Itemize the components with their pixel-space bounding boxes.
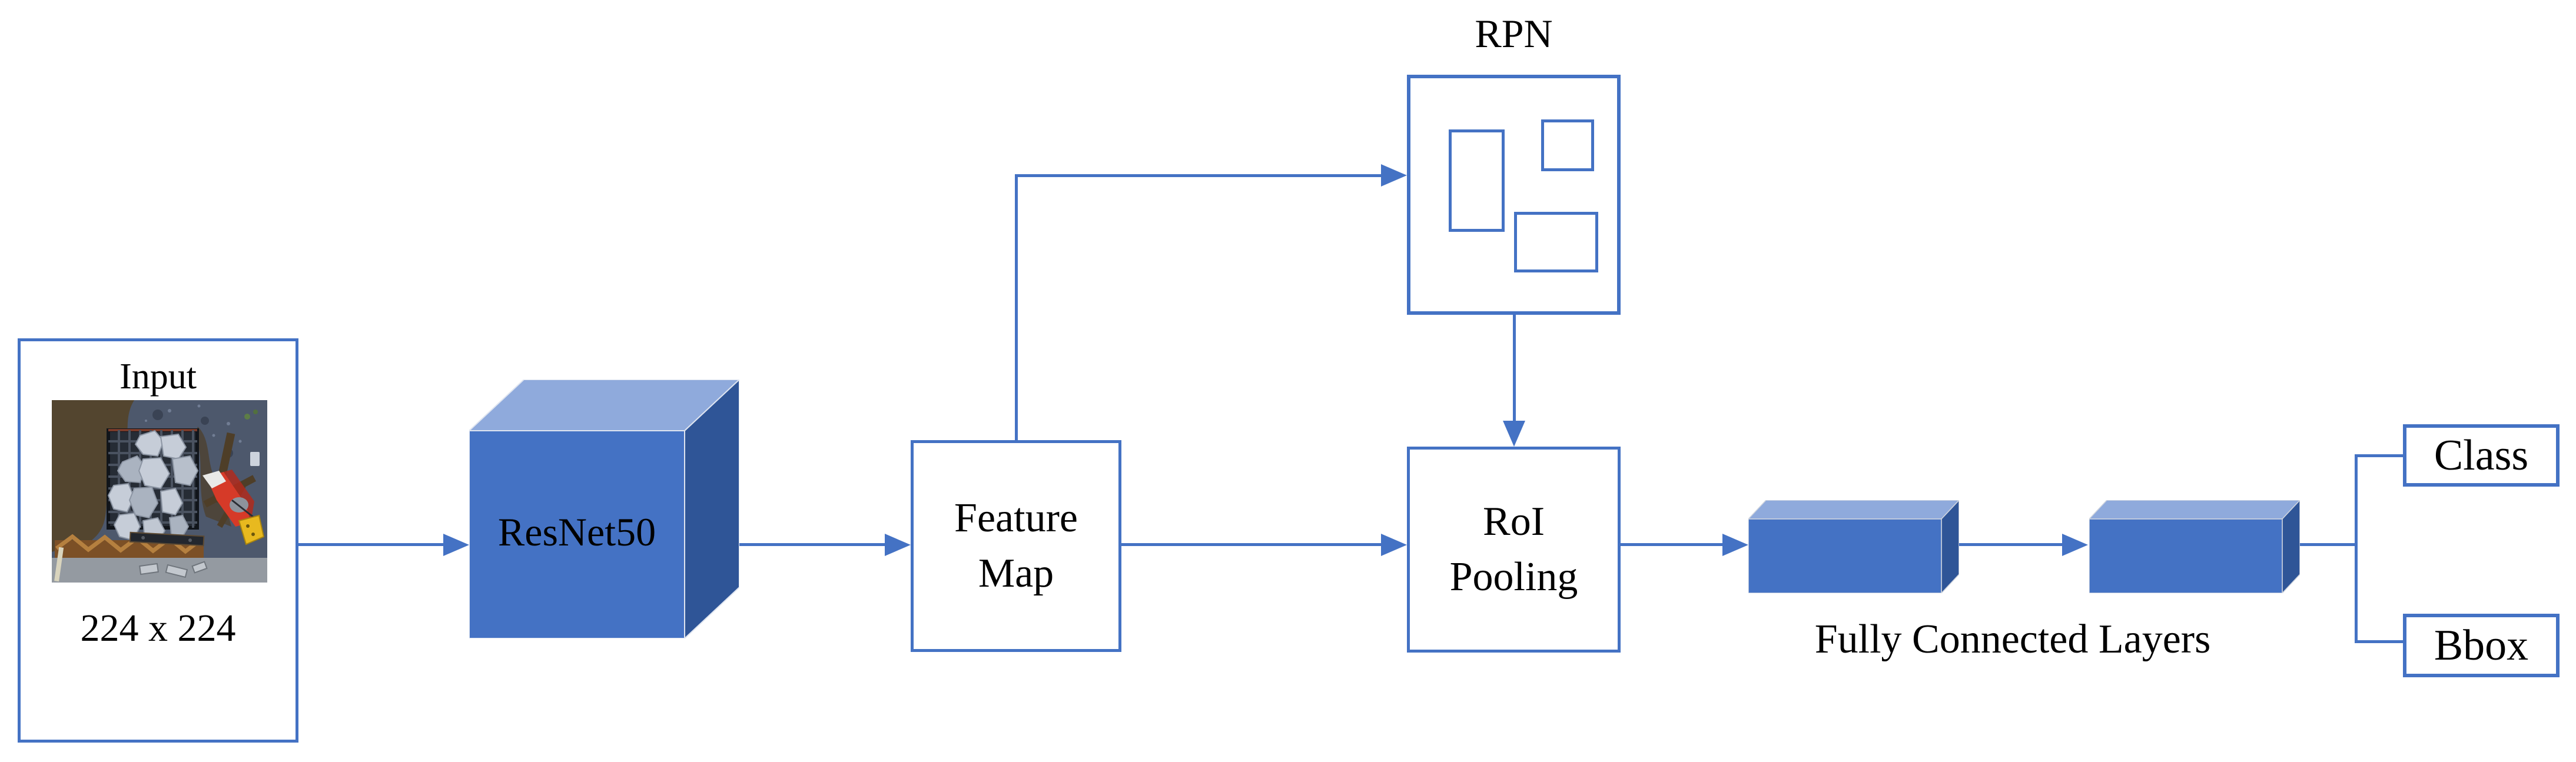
photo-stick <box>54 547 64 582</box>
photo-machine-arm-shadow <box>224 470 254 523</box>
roi-label-line1: RoI <box>1483 499 1545 544</box>
bracket-vertical <box>2355 454 2358 643</box>
resnet50-cube <box>469 380 739 638</box>
connector-roi-to-fc1 <box>1621 543 1724 546</box>
connector-featuremap-up <box>1015 174 1018 440</box>
fc1-top-face <box>1748 500 1959 520</box>
rpn-anchor-box-square <box>1541 119 1594 171</box>
arrowhead-into-fc2 <box>2062 534 2088 556</box>
roi-label-line2: Pooling <box>1449 554 1578 600</box>
input-title: Input <box>119 357 197 397</box>
photo-plant <box>253 410 258 414</box>
rpn-anchor-box-tall <box>1449 129 1505 232</box>
arrowhead-into-rpn <box>1381 164 1407 187</box>
connector-fc2-to-bracket <box>2300 543 2357 546</box>
fc2-front-face <box>2089 518 2283 593</box>
input-photo <box>52 400 267 583</box>
node-input: Input <box>18 338 298 743</box>
photo-plant <box>244 414 250 420</box>
fc-caption: Fully Connected Layers <box>1814 617 2211 662</box>
connector-bracket-to-class <box>2356 454 2403 457</box>
input-dimensions-label: 224 x 224 <box>80 607 236 650</box>
photo-small-device <box>250 452 260 466</box>
fc2-top-face <box>2089 500 2300 520</box>
photo-machine-cable <box>231 499 255 519</box>
connector-resnet-to-featuremap <box>739 543 886 546</box>
photo-yellow-block-bolt <box>246 524 250 528</box>
arrowhead-into-fc1 <box>1722 534 1748 556</box>
arrowhead-into-featuremap <box>885 534 911 556</box>
connector-bracket-to-bbox <box>2356 640 2403 643</box>
rpn-title: RPN <box>1475 11 1553 56</box>
node-roi-pooling: RoI Pooling <box>1407 447 1621 653</box>
arrowhead-into-roi-left <box>1381 534 1407 556</box>
arrowhead-into-roi-top <box>1503 421 1525 447</box>
class-output-box: Class <box>2403 424 2560 487</box>
rpn-anchor-box-wide <box>1514 212 1598 272</box>
node-feature-map: Feature Map <box>911 440 1121 652</box>
bbox-output-label: Bbox <box>2434 621 2529 670</box>
connector-fc1-to-fc2 <box>1959 543 2062 546</box>
connector-elbow-to-rpn <box>1015 174 1382 177</box>
photo-yellow-block-bolt <box>251 533 255 536</box>
arrowhead-into-resnet <box>443 534 469 556</box>
backbone-label: ResNet50 <box>497 510 656 554</box>
connector-input-to-resnet <box>298 543 447 546</box>
feature-map-label-line1: Feature <box>954 495 1078 541</box>
node-rpn <box>1407 75 1621 315</box>
photo-yellow-block <box>238 514 265 545</box>
class-output-label: Class <box>2434 431 2529 480</box>
cube-front-face <box>469 430 685 638</box>
photo-concrete-strip <box>52 558 267 583</box>
connector-featuremap-to-roi <box>1121 543 1382 546</box>
photo-steel-bar <box>129 531 205 547</box>
feature-map-label-line2: Map <box>978 551 1054 596</box>
photo-corrugated-ridges <box>55 534 202 554</box>
bbox-output-box: Bbox <box>2403 614 2560 677</box>
fc-layer-1-cube <box>1748 500 1959 593</box>
photo-metal-pieces <box>139 561 208 578</box>
connector-rpn-to-roi <box>1513 315 1516 424</box>
photo-machine-white-patch <box>203 471 226 488</box>
fc-layer-2-cube <box>2089 500 2300 593</box>
fc1-front-face <box>1748 518 1942 593</box>
